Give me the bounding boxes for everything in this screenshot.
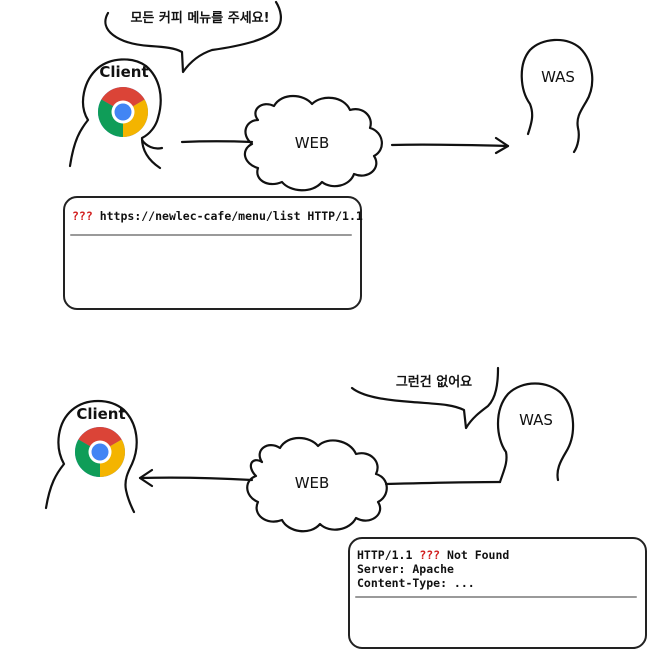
response-status-line: HTTP/1.1 ??? Not Found (357, 548, 509, 562)
cloud-icon (246, 436, 388, 533)
bottom-response-scene: 그런건 없어요 WAS WEB Client (44, 366, 575, 533)
top-client-label: Client (99, 63, 148, 81)
top-speech-text: 모든 커피 메뉴를 주세요! (130, 11, 269, 26)
top-request-scene: 모든 커피 메뉴를 주세요! Client WEB WAS (68, 0, 594, 192)
request-card: ??? https://newlec-cafe/menu/list HTTP/1… (63, 196, 363, 310)
arrow-right-icon (390, 143, 510, 148)
top-was-label: WAS (541, 68, 575, 86)
request-url: https://newlec-cafe/menu/list HTTP/1.1 (92, 209, 363, 223)
bottom-speech-text: 그런건 없어요 (396, 374, 472, 390)
bottom-client-label: Client (76, 405, 125, 423)
response-server-header: Server: Apache (357, 562, 454, 576)
bottom-client-figure (44, 399, 138, 514)
status-suffix: Not Found (440, 548, 510, 562)
status-prefix: HTTP/1.1 (357, 548, 420, 562)
top-speech-bubble (104, 0, 282, 74)
chrome-logo-icon (98, 87, 148, 137)
top-was-figure (520, 38, 594, 154)
arrow-right-head (494, 136, 510, 155)
request-method-unknown: ??? (72, 209, 93, 223)
bottom-speech-bubble (350, 366, 500, 430)
bottom-was-label: WAS (519, 411, 553, 429)
top-client-hand (140, 138, 164, 150)
response-content-type-header: Content-Type: ... (357, 576, 475, 590)
chrome-logo-icon (75, 427, 125, 477)
bottom-was-figure (497, 382, 575, 484)
top-web-label: WEB (295, 134, 330, 152)
cloud-icon (243, 94, 383, 192)
request-divider (70, 234, 352, 236)
status-code-unknown: ??? (419, 548, 441, 562)
top-client-figure (68, 58, 162, 170)
request-line: ??? https://newlec-cafe/menu/list HTTP/1… (72, 209, 363, 223)
response-headers: HTTP/1.1 ??? Not Found Server: Apache Co… (357, 548, 509, 590)
top-connector-left (180, 140, 254, 144)
bottom-connector-right (384, 480, 502, 486)
arrow-left-head (138, 468, 154, 488)
response-divider (355, 596, 637, 598)
bottom-web-label: WEB (295, 474, 330, 492)
arrow-left-icon (138, 476, 254, 482)
response-card: HTTP/1.1 ??? Not Found Server: Apache Co… (348, 537, 647, 649)
